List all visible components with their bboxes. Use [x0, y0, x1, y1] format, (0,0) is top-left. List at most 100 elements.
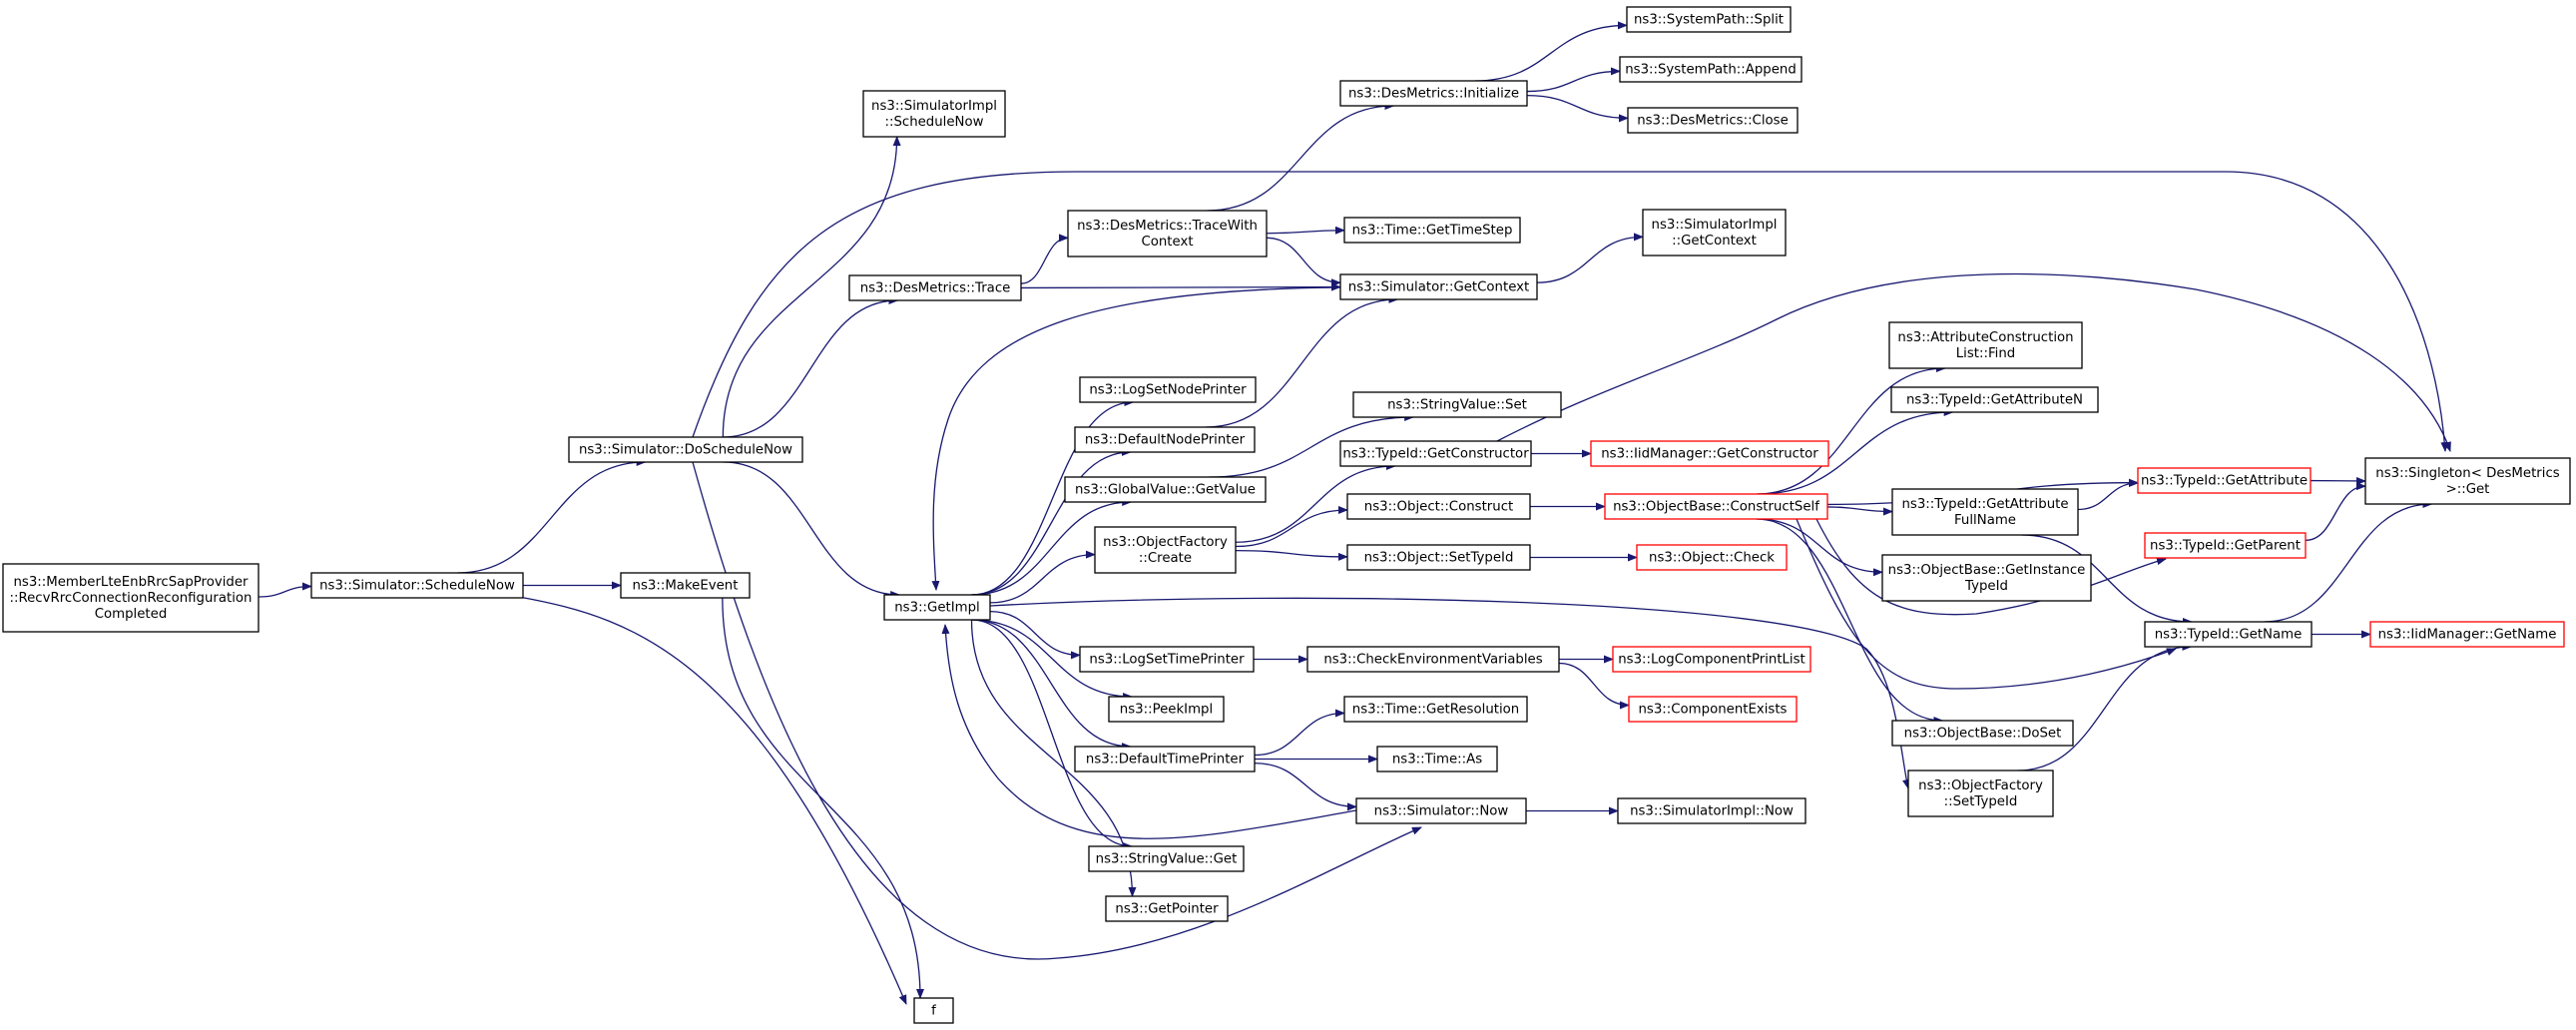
node-DefaultTimePrinter[interactable]: ns3::DefaultTimePrinter: [1074, 746, 1256, 772]
node-ObjectBaseDoSet[interactable]: ns3::ObjectBase::DoSet: [1891, 720, 2074, 747]
node-ObjFactoryCreate[interactable]: ns3::ObjectFactory::Create: [1094, 526, 1237, 574]
node-TypeIdGetName[interactable]: ns3::TypeId::GetName: [2144, 621, 2313, 648]
node-SimGetContext[interactable]: ns3::Simulator::GetContext: [1339, 273, 1538, 300]
edge-GetImpl-to-DefaultNodePrinter: [971, 448, 1132, 596]
node-box: [1343, 217, 1521, 244]
edge-GetImpl-to-PeekImpl: [971, 619, 1134, 701]
node-box: [1306, 646, 1560, 673]
edge-ConstructSelf-to-TypeIdGetParent: [1815, 518, 2167, 616]
node-box: [862, 90, 1006, 138]
node-label-line: ns3::Object::Construct: [1364, 500, 1513, 515]
edge-GlobalValueGetValue-to-StringValueSet: [1209, 413, 1415, 478]
node-DesTrace[interactable]: ns3::DesMetrics::Trace: [848, 274, 1022, 301]
node-SimImplNow[interactable]: ns3::SimulatorImpl::Now: [1617, 797, 1806, 824]
node-ObjFactorySetTypeId[interactable]: ns3::ObjectFactory::SetTypeId: [1907, 770, 2054, 817]
node-label-line: ::RecvRrcConnectionReconfiguration: [10, 591, 253, 606]
node-label-line: ns3::Time::GetResolution: [1352, 703, 1519, 718]
node-DesClose[interactable]: ns3::DesMetrics::Close: [1627, 107, 1799, 134]
node-LogSetTimePrinter[interactable]: ns3::LogSetTimePrinter: [1079, 646, 1255, 673]
node-box: [1627, 107, 1799, 134]
edge-DesInitialize-to-SysSplit: [1474, 21, 1628, 82]
node-ObjectSetTypeId[interactable]: ns3::Object::SetTypeId: [1346, 544, 1531, 571]
node-StringValueGet[interactable]: ns3::StringValue::Get: [1088, 845, 1245, 872]
node-label-line: ns3::TypeId::GetParent: [2150, 539, 2301, 554]
node-SimImplScheduleNow[interactable]: ns3::SimulatorImpl::ScheduleNow: [862, 90, 1006, 138]
edge-ConstructSelf-to-ObjectBaseDoSet: [1756, 518, 1944, 725]
node-label-line: ns3::TypeId::GetName: [2155, 628, 2303, 643]
node-label-line: ns3::DesMetrics::Initialize: [1348, 87, 1519, 102]
edge-TypeIdGetConstructor-to-SingletonGet: [1496, 272, 2451, 452]
node-ScheduleNow[interactable]: ns3::Simulator::ScheduleNow: [310, 572, 524, 599]
node-IidGetConstructor[interactable]: ns3::IidManager::GetConstructor: [1590, 440, 1829, 467]
node-box: [620, 572, 751, 599]
node-box: [1612, 646, 1811, 673]
node-TimeGetResolution[interactable]: ns3::Time::GetResolution: [1343, 696, 1528, 723]
edge-DoScheduleNow-to-SimImplScheduleNow: [722, 136, 901, 438]
node-label-line: ns3::SimulatorImpl::Now: [1630, 804, 1794, 819]
node-label-line: ns3::Object::SetTypeId: [1364, 551, 1514, 566]
node-label-line: ns3::LogSetNodePrinter: [1089, 383, 1247, 398]
node-label-line: ns3::DefaultNodePrinter: [1085, 433, 1246, 448]
node-SingletonGet[interactable]: ns3::Singleton< DesMetrics >::Get: [2364, 457, 2571, 505]
node-TypeIdGetAttribute[interactable]: ns3::TypeId::GetAttribute: [2137, 467, 2312, 494]
node-DesInitialize[interactable]: ns3::DesMetrics::Initialize: [1339, 80, 1528, 107]
node-SysAppend[interactable]: ns3::SystemPath::Append: [1619, 56, 1803, 83]
node-GetPointer[interactable]: ns3::GetPointer: [1105, 895, 1229, 922]
node-TypeIdGetConstructor[interactable]: ns3::TypeId::GetConstructor: [1339, 440, 1532, 467]
node-box: [1339, 440, 1532, 467]
node-TimeAs[interactable]: ns3::Time::As: [1376, 746, 1498, 772]
edge-DesInitialize-to-SysAppend: [1526, 67, 1621, 93]
node-f[interactable]: f: [913, 997, 954, 1024]
node-PeekImpl[interactable]: ns3::PeekImpl: [1108, 696, 1225, 723]
node-label-line: ns3::CheckEnvironmentVariables: [1323, 653, 1542, 668]
node-label-line: ns3::IidManager::GetConstructor: [1601, 447, 1818, 462]
node-SimNow[interactable]: ns3::Simulator::Now: [1355, 797, 1527, 824]
node-box: [1079, 646, 1255, 673]
node-DefaultNodePrinter[interactable]: ns3::DefaultNodePrinter: [1074, 426, 1256, 453]
edge-GetImpl-to-GlobalValueGetValue: [971, 498, 1133, 596]
node-root[interactable]: ns3::MemberLteEnbRrcSapProvider::RecvRrc…: [2, 563, 259, 633]
node-SimImplGetContext[interactable]: ns3::SimulatorImpl::GetContext: [1642, 209, 1787, 257]
node-MakeEvent[interactable]: ns3::MakeEvent: [620, 572, 751, 599]
node-ConstructSelf[interactable]: ns3::ObjectBase::ConstructSelf: [1604, 493, 1828, 520]
node-CheckEnvVars[interactable]: ns3::CheckEnvironmentVariables: [1306, 646, 1560, 673]
node-box: [1891, 720, 2074, 747]
edge-ScheduleNow-to-f: [518, 596, 907, 1005]
edge-DoScheduleNow-to-SimNow: [692, 461, 1422, 960]
node-ComponentExists[interactable]: ns3::ComponentExists: [1628, 696, 1798, 723]
node-GetImpl[interactable]: ns3::GetImpl: [883, 594, 991, 621]
node-label-line: ::GetContext: [1672, 234, 1757, 249]
node-box: [1346, 493, 1531, 520]
edge-TypeIdGetAttrFullName-to-TypeIdGetName: [2021, 534, 2193, 626]
node-ObjectConstruct[interactable]: ns3::Object::Construct: [1346, 493, 1531, 520]
node-label-line: ns3::Simulator::DoScheduleNow: [579, 443, 792, 458]
node-StringValueSet[interactable]: ns3::StringValue::Set: [1352, 391, 1562, 418]
edge-GetImpl-to-DefaultTimePrinter: [971, 619, 1132, 751]
node-TypeIdGetParent[interactable]: ns3::TypeId::GetParent: [2144, 532, 2307, 559]
node-SysSplit[interactable]: ns3::SystemPath::Split: [1626, 6, 1792, 33]
node-box: [2364, 457, 2571, 505]
node-label-line: ns3::MemberLteEnbRrcSapProvider: [13, 575, 249, 590]
node-DoScheduleNow[interactable]: ns3::Simulator::DoScheduleNow: [568, 436, 803, 463]
node-box: [1339, 80, 1528, 107]
node-GlobalValueGetValue[interactable]: ns3::GlobalValue::GetValue: [1064, 476, 1267, 503]
node-label-line: ns3::TypeId::GetConstructor: [1342, 447, 1529, 462]
node-LogCompPrintList[interactable]: ns3::LogComponentPrintList: [1612, 646, 1811, 673]
node-IidGetName[interactable]: ns3::IidManager::GetName: [2369, 621, 2565, 648]
node-box: [1079, 376, 1257, 403]
node-ObjectCheck[interactable]: ns3::Object::Check: [1636, 544, 1788, 571]
edge-ConstructSelf-to-TypeIdGetAttributeN: [1758, 408, 1954, 495]
node-TimeGetTimeStep[interactable]: ns3::Time::GetTimeStep: [1343, 217, 1521, 244]
node-LogSetNodePrinter[interactable]: ns3::LogSetNodePrinter: [1079, 376, 1257, 403]
node-label-line: ns3::SimulatorImpl: [871, 99, 997, 114]
edge-ObjFactoryCreate-to-ObjectConstruct: [1235, 505, 1348, 548]
node-box: [1590, 440, 1829, 467]
node-TypeIdGetAttributeN[interactable]: ns3::TypeId::GetAttributeN: [1890, 386, 2099, 413]
node-label-line: ns3::Simulator::GetContext: [1348, 280, 1529, 295]
edge-TraceWithContext-to-TimeGetTimeStep: [1266, 226, 1345, 235]
edge-DoScheduleNow-to-GetImpl: [723, 461, 901, 599]
